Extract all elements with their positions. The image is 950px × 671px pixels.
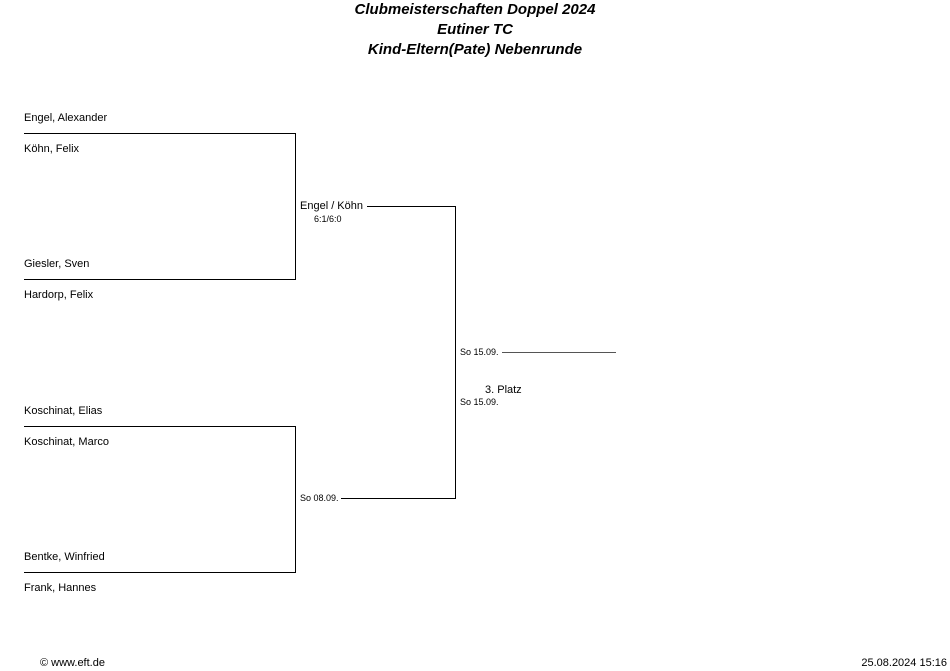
final-date: So 15.09. [460,397,499,407]
bracket-line [24,133,296,134]
player-entry: Frank, Hannes [24,582,97,594]
match-score: 6:1/6:0 [314,214,342,224]
match-date: So 08.09. [300,493,339,503]
print-timestamp: 25.08.2024 15:16 [861,657,947,669]
placement-label: 3. Platz [485,384,522,396]
result-line [502,352,616,353]
player-entry: Koschinat, Elias [24,405,103,417]
copyright-link[interactable]: © www.eft.de [40,657,105,669]
tournament-title: Clubmeisterschaften Doppel 2024 [354,1,596,18]
bracket-line [24,572,296,573]
bracket-line [367,206,456,207]
draw-name: Kind-Eltern(Pate) Nebenrunde [367,41,583,58]
page-header: Clubmeisterschaften Doppel 2024 Eutiner … [0,0,950,60]
player-entry: Koschinat, Marco [24,436,109,448]
player-entry: Hardorp, Felix [24,289,94,301]
bracket-line [24,426,296,427]
bracket-line [341,498,456,499]
club-name: Eutiner TC [437,21,513,38]
player-entry: Giesler, Sven [24,258,90,270]
final-date: So 15.09. [460,347,499,357]
bracket-connector [295,133,296,280]
match-winner: Engel / Köhn [300,200,363,212]
bracket-connector [295,426,296,573]
player-entry: Engel, Alexander [24,112,108,124]
player-entry: Köhn, Felix [24,143,80,155]
bracket-line [24,279,296,280]
player-entry: Bentke, Winfried [24,551,105,563]
bracket-connector [455,206,456,499]
